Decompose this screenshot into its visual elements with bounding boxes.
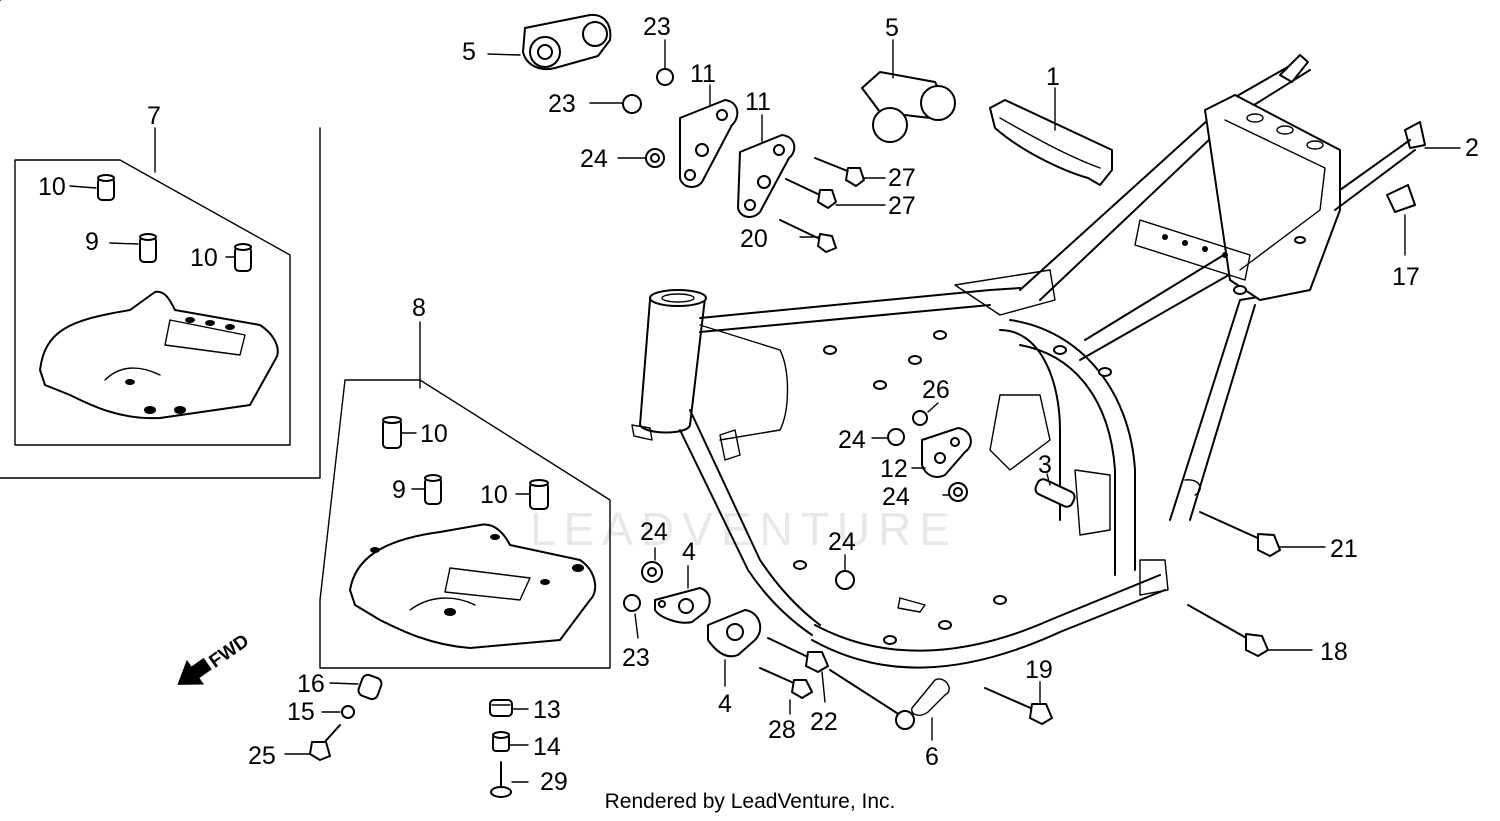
washer-24-a bbox=[617, 148, 665, 168]
callout-6: 6 bbox=[925, 743, 939, 771]
callout-23-a: 23 bbox=[643, 13, 671, 41]
washer-24-c bbox=[942, 482, 968, 502]
handlebar-holder-5-right bbox=[861, 39, 956, 143]
skid-plate-group-8 bbox=[319, 321, 611, 669]
callout-11-b: 11 bbox=[745, 88, 771, 116]
callout-16: 16 bbox=[297, 670, 325, 698]
group-7-outline bbox=[14, 159, 291, 446]
callout-11-a: 11 bbox=[690, 60, 716, 88]
callout-5-a: 5 bbox=[462, 38, 476, 66]
holder-plate-11-a bbox=[679, 84, 739, 188]
washer-15 bbox=[321, 705, 355, 719]
callout-10-a: 10 bbox=[38, 173, 66, 201]
callout-5-b: 5 bbox=[885, 14, 899, 42]
frame-body bbox=[0, 0, 1426, 669]
bolt-28 bbox=[759, 667, 813, 715]
watermark-text: LEADVENTURE bbox=[530, 503, 958, 555]
bolt-20 bbox=[779, 219, 837, 253]
callout-19: 19 bbox=[1025, 656, 1053, 684]
callout-14: 14 bbox=[533, 733, 561, 761]
bolt-27-a bbox=[814, 157, 886, 187]
callout-4-b: 4 bbox=[718, 690, 732, 718]
callout-3: 3 bbox=[1038, 451, 1052, 479]
skid-plate-7 bbox=[39, 290, 279, 420]
callout-27-b: 27 bbox=[888, 192, 916, 220]
collar-14 bbox=[492, 731, 529, 752]
callout-7: 7 bbox=[147, 102, 161, 130]
callout-18: 18 bbox=[1320, 638, 1348, 666]
clip-17 bbox=[1386, 184, 1416, 256]
nut-23-a bbox=[656, 39, 674, 86]
collar-10-b bbox=[225, 243, 252, 272]
bolt-22 bbox=[767, 637, 829, 703]
skid-plate-8 bbox=[349, 523, 597, 649]
callout-29: 29 bbox=[540, 768, 568, 796]
collar-10-c bbox=[382, 416, 417, 449]
callout-10-d: 10 bbox=[480, 481, 508, 509]
collar-10-a bbox=[69, 174, 115, 201]
callout-26: 26 bbox=[922, 376, 950, 404]
callout-9-b: 9 bbox=[392, 476, 406, 504]
holder-plate-11-b bbox=[737, 114, 796, 218]
collar-9-a bbox=[109, 233, 157, 263]
fwd-label: FWD bbox=[206, 631, 253, 673]
plate-12 bbox=[911, 427, 972, 478]
bolt-21 bbox=[1199, 511, 1326, 557]
nut-23-b bbox=[589, 94, 642, 114]
collar-10-d bbox=[515, 479, 549, 510]
cover-1 bbox=[989, 87, 1113, 186]
collar-9-b bbox=[411, 474, 442, 505]
callout-9-a: 9 bbox=[85, 228, 99, 256]
skid-plate-group-7 bbox=[0, 127, 321, 479]
callout-10-c: 10 bbox=[420, 420, 448, 448]
callout-12: 12 bbox=[880, 455, 908, 483]
nut-23-c bbox=[623, 594, 641, 639]
callout-24-a: 24 bbox=[580, 145, 608, 173]
callout-8: 8 bbox=[412, 294, 426, 322]
callout-27-a: 27 bbox=[888, 164, 916, 192]
callout-21: 21 bbox=[1330, 535, 1358, 563]
bolt-27-b bbox=[785, 178, 886, 209]
bolt-25 bbox=[284, 724, 341, 761]
callout-17: 17 bbox=[1392, 263, 1420, 291]
callout-24-c: 24 bbox=[882, 483, 910, 511]
callout-28: 28 bbox=[768, 716, 796, 744]
callout-2: 2 bbox=[1465, 134, 1479, 162]
callout-24-e: 24 bbox=[640, 518, 668, 546]
footer-credit: Rendered by LeadVenture, Inc. bbox=[604, 790, 896, 813]
callout-1: 1 bbox=[1046, 63, 1060, 91]
bolt-6 bbox=[829, 669, 950, 741]
callout-25: 25 bbox=[248, 742, 276, 770]
bolt-18 bbox=[1187, 604, 1313, 657]
bolt-26 bbox=[912, 402, 939, 426]
washer-24-b bbox=[871, 428, 905, 446]
nut-16 bbox=[329, 673, 383, 701]
hanger-plate-4-b bbox=[707, 609, 762, 687]
callout-15: 15 bbox=[287, 698, 315, 726]
callout-10-b: 10 bbox=[190, 244, 218, 272]
grommet-13 bbox=[489, 699, 529, 717]
screw-29 bbox=[490, 761, 529, 798]
callout-13: 13 bbox=[533, 696, 561, 724]
callout-23-b: 23 bbox=[548, 90, 576, 118]
callout-23-c: 23 bbox=[622, 644, 650, 672]
group-7-divider bbox=[0, 127, 321, 479]
callout-22: 22 bbox=[810, 708, 838, 736]
bolt-19 bbox=[984, 681, 1053, 725]
washer-24-e bbox=[641, 547, 663, 583]
collar-3 bbox=[1034, 473, 1076, 508]
callout-24-b: 24 bbox=[838, 426, 866, 454]
callout-20: 20 bbox=[740, 225, 768, 253]
callout-4-a: 4 bbox=[682, 538, 696, 566]
handlebar-holder-5-left bbox=[487, 13, 612, 71]
fwd-arrow: FWD bbox=[177, 631, 253, 685]
callout-labels: 1 2 3 4 4 5 5 6 7 8 9 9 10 10 10 10 11 1… bbox=[38, 13, 1479, 796]
hanger-plate-4-a bbox=[654, 565, 711, 624]
washer-24-d bbox=[835, 554, 855, 590]
callout-24-d: 24 bbox=[828, 528, 856, 556]
